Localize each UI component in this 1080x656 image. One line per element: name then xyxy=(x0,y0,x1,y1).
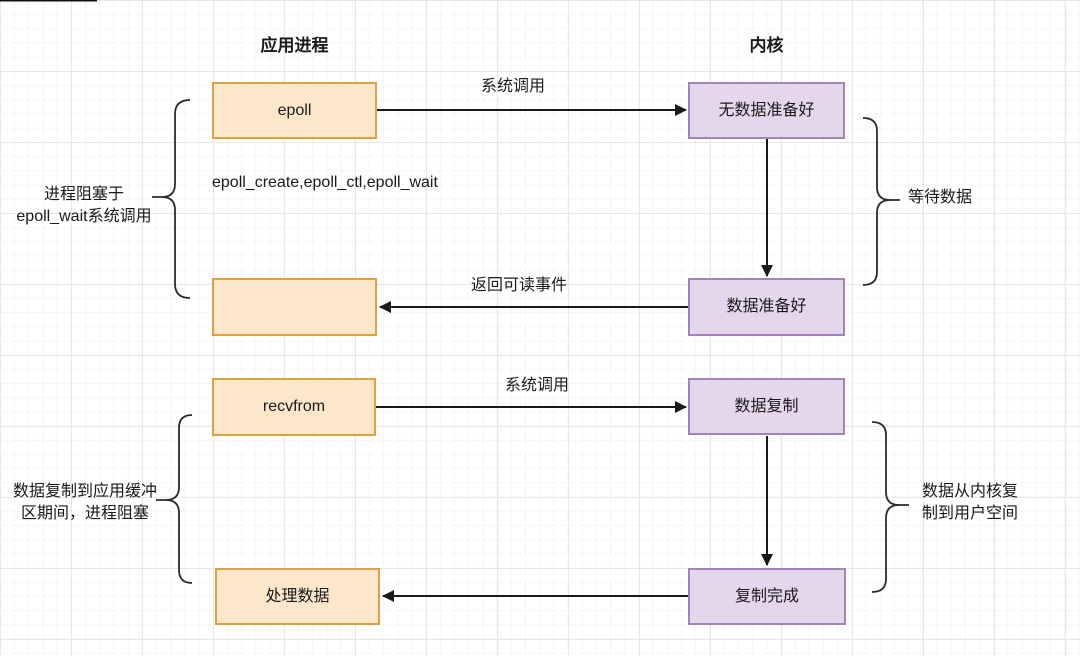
node-process-data: 处理数据 xyxy=(215,568,380,625)
label-epoll-apis: epoll_create,epoll_ctl,epoll_wait xyxy=(212,174,438,191)
brace-right-kernel-to-user xyxy=(871,421,909,593)
node-copy-done: 复制完成 xyxy=(688,568,846,625)
annotation-copy-blocked: 数据复制到应用缓冲 区期间，进程阻塞 xyxy=(12,483,157,522)
annotation-blocked-on-epoll-wait: 进程阻塞于 epoll_wait系统调用 xyxy=(16,186,152,225)
column-title-kernel: 内核 xyxy=(749,36,784,55)
annotation-wait-data: 等待数据 xyxy=(908,189,973,206)
brace-left-copy-blocked xyxy=(156,414,193,584)
node-data-ready: 数据准备好 xyxy=(688,278,845,336)
node-epoll-wait-return xyxy=(212,278,377,336)
brace-right-wait-data xyxy=(862,117,900,286)
column-title-app-process: 应用进程 xyxy=(260,36,329,55)
annotation-kernel-to-user-copy: 数据从内核复 制到用户空间 xyxy=(922,483,1019,522)
node-data-copy: 数据复制 xyxy=(688,378,845,435)
label-syscall-bottom: 系统调用 xyxy=(504,377,569,394)
node-no-data-ready: 无数据准备好 xyxy=(688,82,845,139)
node-recvfrom: recvfrom xyxy=(212,378,376,436)
node-epoll: epoll xyxy=(212,82,377,139)
label-return-readable-event: 返回可读事件 xyxy=(470,277,567,294)
label-syscall-top: 系统调用 xyxy=(480,78,545,95)
